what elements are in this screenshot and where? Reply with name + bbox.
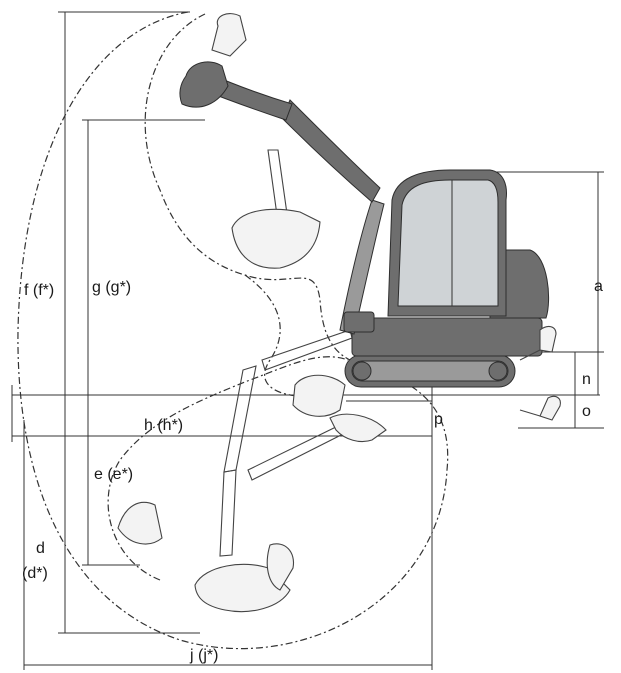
excavator-boom xyxy=(179,61,385,335)
excavator-body xyxy=(344,169,550,388)
label-d-line1: d xyxy=(36,540,45,557)
label-g: g (g*) xyxy=(92,279,131,296)
upper-frame xyxy=(351,317,543,357)
label-j: j (j*) xyxy=(189,647,218,664)
lower-inner-envelope xyxy=(107,356,349,581)
outer-reach-envelope xyxy=(17,11,449,650)
label-p: p xyxy=(434,411,443,428)
dozer-blade-positions xyxy=(519,325,561,421)
label-e: e (e*) xyxy=(94,466,133,483)
inner-reach-envelope xyxy=(144,13,351,361)
label-d-line2: (d*) xyxy=(22,565,48,582)
ghost-arm-lower xyxy=(117,329,387,613)
cab-window xyxy=(397,179,499,307)
label-n: n xyxy=(582,371,591,388)
label-h: h (h*) xyxy=(144,417,183,434)
bucket xyxy=(179,61,229,108)
ghost-arm-upper xyxy=(211,13,321,269)
label-o: o xyxy=(582,403,591,420)
label-f: f (f*) xyxy=(24,282,54,299)
label-a: a xyxy=(594,278,603,295)
